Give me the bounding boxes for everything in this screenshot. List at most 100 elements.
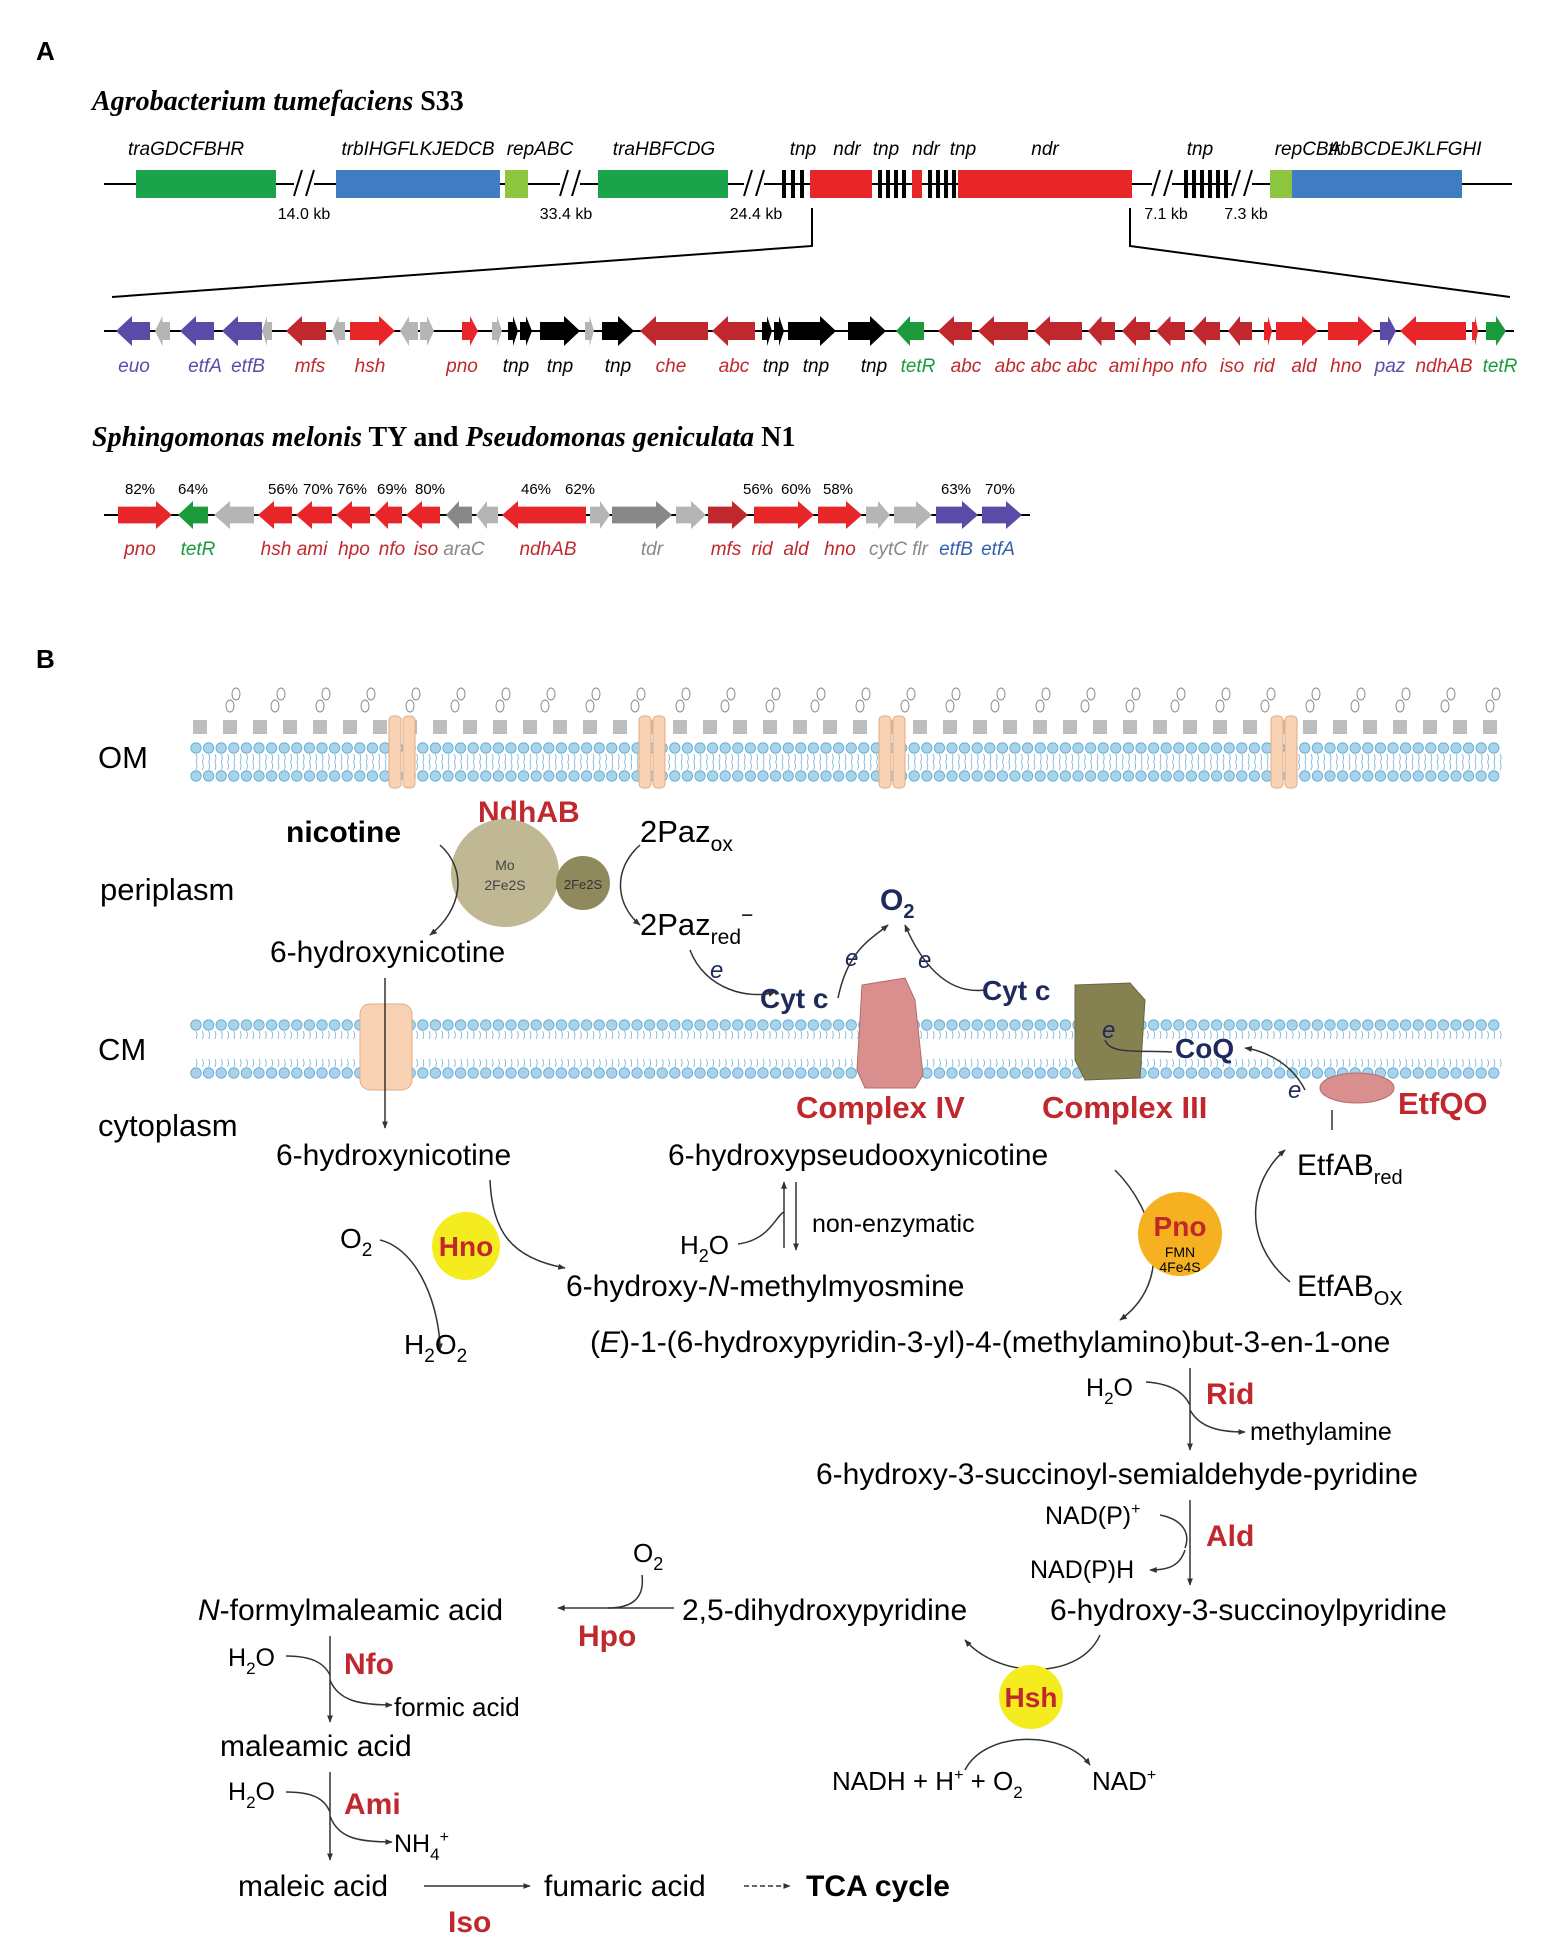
lipid-head — [505, 1067, 517, 1079]
lipid-tail — [1033, 753, 1036, 763]
lipid-head — [316, 1067, 328, 1079]
cluster-gene-label: hno — [1330, 356, 1362, 377]
lipid-tail — [1014, 1058, 1017, 1068]
lipid-head — [580, 770, 593, 782]
lipid-tail — [1380, 753, 1382, 763]
lipid-tail — [995, 1058, 998, 1068]
locus-block — [1292, 170, 1462, 198]
lps-sugar — [1041, 687, 1051, 701]
lipid-tail — [825, 1030, 828, 1040]
lipid-head — [1160, 1067, 1172, 1079]
lipid-tail — [813, 753, 815, 763]
cluster-gene-arrow — [116, 316, 150, 346]
lipid-head — [933, 742, 946, 754]
homolog-gene-arrow — [894, 501, 932, 529]
lipid-tail — [1033, 1030, 1036, 1040]
lipid-tail — [1065, 1030, 1067, 1040]
lipid-head — [593, 742, 605, 754]
lipid-tail — [1304, 1030, 1307, 1040]
lipid-tail — [1153, 1058, 1155, 1068]
lipid-head — [984, 1067, 996, 1079]
homolog-gene-label: hsh — [261, 539, 292, 560]
lipid-head — [442, 742, 454, 754]
homolog-gene-arrow — [214, 501, 254, 529]
lipid-tail — [1039, 1058, 1042, 1068]
lipid-head — [681, 1067, 694, 1079]
cluster-gene-arrow — [712, 316, 755, 346]
lipid-tail — [283, 753, 286, 763]
lipid-tail — [731, 1058, 733, 1068]
lipid-tail — [781, 1058, 784, 1068]
lipid-head — [1248, 742, 1261, 754]
lipid-tail — [346, 761, 349, 771]
homolog-gene-arrow — [982, 501, 1022, 529]
lipid-tail — [781, 761, 784, 771]
lps-sugar — [585, 699, 595, 713]
lipid-tail — [529, 761, 532, 771]
lipid-tail — [573, 1058, 576, 1068]
cluster-gene-arrow — [180, 316, 214, 346]
lipid-tail — [762, 1030, 765, 1040]
lipid-head — [1463, 770, 1475, 782]
lipid-tail — [302, 753, 305, 763]
lipid-tail — [724, 1058, 727, 1068]
lipid-head — [1085, 770, 1097, 782]
lipid-tail — [1027, 1030, 1029, 1040]
lipid-head — [958, 742, 971, 754]
lipid-tail — [1380, 1030, 1382, 1040]
lipid-head — [618, 742, 631, 754]
nicotine-label: nicotine — [286, 816, 401, 849]
lipid-tail — [649, 1030, 651, 1040]
lipid-head — [265, 1019, 278, 1031]
lipid-tail — [302, 761, 305, 771]
lipid-tail — [1487, 1030, 1489, 1040]
lipid-tail — [321, 1030, 324, 1040]
lipid-tail — [787, 753, 790, 763]
lipid-head — [971, 1067, 983, 1079]
lipid-tail — [939, 753, 941, 763]
lipid-tail — [579, 1030, 582, 1040]
lipid-head — [858, 770, 870, 782]
lipid-head — [1261, 1067, 1273, 1079]
lipid-tail — [1304, 761, 1307, 771]
lipid-tail — [227, 753, 229, 763]
lps-sugar — [231, 687, 241, 701]
lipid-tail — [542, 761, 544, 771]
lipid-tail — [699, 1030, 702, 1040]
lipid-head — [1173, 770, 1185, 782]
cluster-gene-arrow — [938, 316, 972, 346]
lipid-head — [1324, 770, 1336, 782]
lipid-tail — [1052, 761, 1055, 771]
homolog-gene-label: cytC — [869, 539, 907, 560]
identity-label: 69% — [377, 481, 407, 498]
lipid-tail — [1449, 753, 1452, 763]
lipid-tail — [1077, 761, 1080, 771]
lipid-tail — [579, 761, 582, 771]
lipid-tail — [1216, 753, 1218, 763]
lipid-tail — [674, 753, 677, 763]
lipid-head — [1135, 742, 1147, 754]
lipid-head — [543, 770, 555, 782]
lipid-tail — [290, 761, 292, 771]
lps-sugar — [315, 699, 325, 713]
lipid-head — [631, 1067, 643, 1079]
lipid-tail — [1260, 1030, 1263, 1040]
identity-label: 46% — [521, 481, 551, 498]
tnp-stripe — [928, 170, 932, 198]
lipid-tail — [1228, 1058, 1231, 1068]
cluster-gene-label: ami — [1109, 356, 1140, 377]
hno-label: Hno — [439, 1231, 493, 1262]
lipid-tail — [1424, 753, 1426, 763]
lipid-tail — [1329, 1030, 1332, 1040]
lps-core — [1393, 720, 1407, 734]
homolog-gene-label: ald — [783, 539, 810, 560]
lipid-tail — [1373, 753, 1376, 763]
lipid-tail — [252, 1030, 255, 1040]
lipid-tail — [535, 761, 538, 771]
lipid-head — [845, 1067, 857, 1079]
lipid-tail — [1411, 753, 1414, 763]
maleamic-label: maleamic acid — [220, 1730, 412, 1763]
lipid-tail — [1096, 753, 1099, 763]
lipid-tail — [592, 761, 595, 771]
lipid-head — [316, 1019, 328, 1031]
